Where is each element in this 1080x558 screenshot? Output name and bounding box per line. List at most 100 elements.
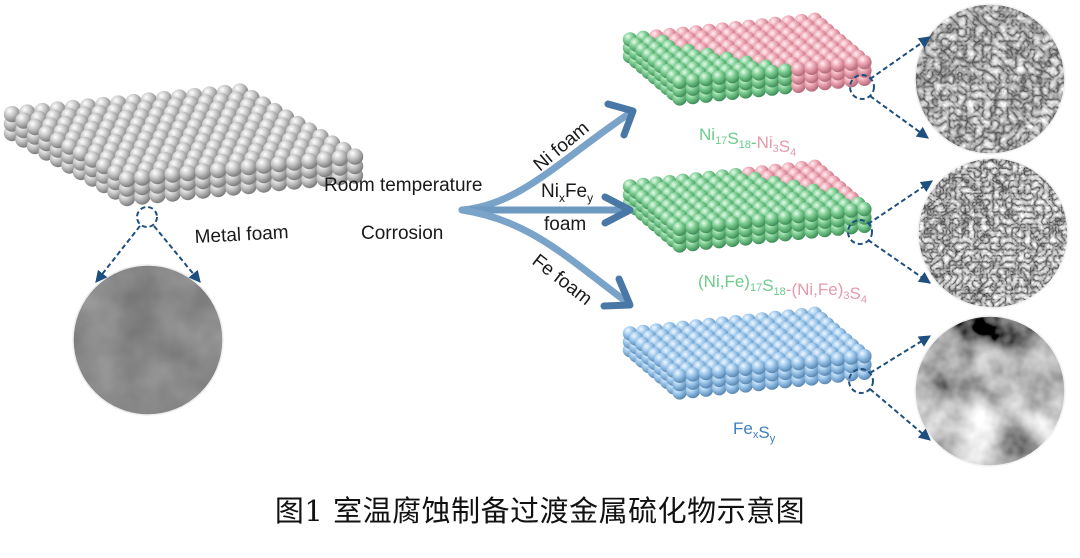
atom-sphere (672, 368, 687, 383)
room-temperature-label: Room temperature (324, 175, 482, 196)
formula-part: (Ni,Fe) (791, 280, 843, 299)
nixfey-foam-label-line2: foam (544, 214, 586, 235)
atom-sphere (149, 167, 166, 185)
atom-sphere (685, 367, 700, 382)
atom-sphere (698, 71, 714, 87)
atom-sphere (210, 161, 227, 179)
atom-sphere (778, 210, 793, 225)
formula-subscript: y (770, 433, 776, 445)
zoom-ring-nife (847, 219, 873, 245)
atom-sphere (698, 218, 714, 234)
atom-sphere (179, 164, 196, 182)
atom-sphere (316, 151, 333, 168)
zoom-line-ni-bottom (869, 95, 929, 139)
atom-sphere (685, 220, 700, 235)
zoom-line-fe-bottom (869, 388, 931, 441)
formula-subscript: 3 (843, 290, 849, 302)
atom-sphere (804, 354, 819, 369)
branch-arrow-ni-head (604, 100, 637, 139)
atom-sphere (804, 207, 819, 222)
formula-subscript: x (753, 429, 759, 441)
atom-sphere (712, 217, 727, 232)
atom-sphere (830, 351, 846, 367)
sem-image-nife-product (917, 157, 1069, 309)
sem-image-fe-product (914, 315, 1066, 467)
formula-part: S (758, 423, 769, 442)
atom-sphere (817, 353, 832, 368)
atom-sphere (751, 66, 766, 81)
branch-arrow-ni (458, 109, 634, 214)
ni-product-slab (622, 12, 872, 106)
formula-part: - (751, 133, 757, 152)
atom-sphere (301, 152, 318, 170)
atom-sphere (817, 59, 832, 74)
atom-sphere (712, 364, 727, 379)
formula-subscript: 3 (773, 143, 779, 155)
atom-sphere (346, 148, 364, 165)
atom-sphere (725, 363, 740, 378)
atom-sphere (255, 157, 272, 174)
zoom-callouts (95, 36, 933, 441)
formula-subscript: 17 (715, 135, 727, 147)
atom-sphere (164, 166, 181, 183)
corrosion-label: Corrosion (361, 223, 443, 244)
metal-foam-label: Metal foam (194, 222, 289, 248)
atom-sphere (844, 350, 859, 365)
branch-arrow-nife-head (601, 193, 634, 227)
atom-sphere (225, 160, 242, 177)
atom-sphere (778, 357, 793, 372)
atom-sphere (830, 57, 846, 73)
formula-part: S (779, 137, 790, 156)
atom-sphere (194, 163, 212, 180)
zoom-line-ni-top (869, 36, 931, 80)
atom-sphere (751, 360, 766, 375)
formula-part: S (850, 284, 861, 303)
formula-part: S (727, 129, 738, 148)
formula-subscript: 4 (790, 147, 796, 159)
figure-caption: 图1 室温腐蚀制备过渡金属硫化物示意图 (274, 494, 806, 528)
atom-sphere (830, 204, 846, 220)
atom-sphere (725, 216, 740, 231)
nixfey-foam-label: NixFey (541, 181, 593, 205)
atom-sphere (134, 169, 151, 186)
formula-subscript: 17 (750, 282, 762, 294)
atom-sphere (857, 55, 872, 70)
ni-product-formula: Ni17S18-Ni3S4 (699, 125, 796, 159)
atom-sphere (764, 211, 780, 227)
atom-sphere (857, 349, 872, 364)
sem-image-metal-foam (72, 264, 224, 416)
atom-sphere (844, 56, 859, 71)
atom-sphere (672, 74, 687, 90)
atom-sphere (764, 64, 780, 80)
atom-sphere (844, 203, 859, 218)
atom-sphere (764, 358, 780, 374)
fe-product-formula: FexSy (733, 419, 776, 445)
atom-sphere (118, 170, 136, 188)
atom-sphere (685, 73, 700, 88)
formula-part: S (762, 276, 773, 295)
branch-arrow-fe (458, 206, 632, 307)
atom-sphere (817, 206, 832, 221)
atom-sphere (286, 154, 303, 171)
formula-part: - (786, 280, 792, 299)
zoom-line-nife-top (867, 180, 933, 225)
atom-sphere (725, 69, 740, 84)
atom-sphere (778, 63, 793, 78)
nife-product-slab (622, 159, 872, 253)
formula-subscript: 4 (861, 294, 867, 306)
atom-sphere (712, 70, 727, 85)
zoom-ring-source (136, 206, 158, 228)
nife-product-formula: (Ni,Fe)17S18-(Ni,Fe)3S4 (698, 272, 867, 306)
atom-sphere (331, 149, 348, 167)
formula-part: Fe (733, 419, 753, 438)
atom-sphere (240, 158, 257, 176)
atom-sphere (698, 365, 714, 381)
zoom-ring-fe (848, 368, 874, 394)
atom-sphere (751, 213, 766, 228)
zoom-line-source-right (153, 225, 201, 283)
atom-sphere (672, 221, 687, 236)
zoom-ring-ni (849, 74, 875, 100)
formula-subscript: 18 (774, 286, 786, 298)
zoom-line-source-left (95, 225, 141, 283)
